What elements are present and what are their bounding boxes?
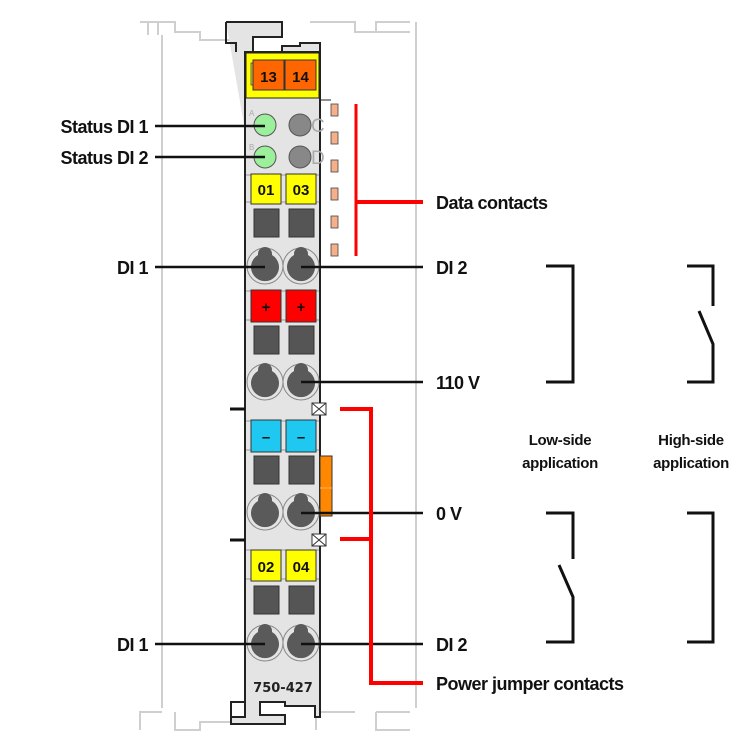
- release-slot: [288, 208, 315, 238]
- label-high-side-2: application: [653, 455, 729, 472]
- label-status-di1: Status DI 1: [60, 117, 148, 137]
- marker-03-label: 03: [293, 182, 310, 199]
- marker-plus-2: [285, 289, 317, 323]
- label-data-contacts: Data contacts: [436, 193, 548, 213]
- model-number: 750-427: [253, 681, 313, 696]
- marker-04-label: 04: [293, 559, 310, 576]
- marker-minus-1-label: –: [262, 429, 270, 446]
- led-d: [288, 145, 312, 169]
- connector-13: [252, 59, 285, 91]
- marker-minus-1: [250, 419, 282, 453]
- marker-minus-2-label: –: [297, 429, 305, 446]
- release-slot: [253, 208, 280, 238]
- label-status-di2: Status DI 2: [60, 148, 148, 168]
- high-side-wire-bottom: [687, 511, 715, 644]
- label-di1-bottom: DI 1: [117, 635, 149, 655]
- marker-01-label: 01: [258, 182, 275, 199]
- led-letter-a: A: [249, 109, 255, 118]
- led-letter-d: D: [311, 148, 325, 169]
- marker-04: [285, 549, 317, 582]
- release-slot: [253, 585, 280, 615]
- led-letter-c: C: [311, 116, 325, 137]
- din-rail: [139, 21, 417, 731]
- marker-plus-1: [250, 289, 282, 323]
- leader-lines: [155, 124, 423, 646]
- bottom-latch: [230, 700, 321, 725]
- connector-13-label: 13: [260, 69, 277, 86]
- connector-14: [284, 59, 317, 91]
- marker-plus-2-label: +: [297, 299, 306, 316]
- label-low-side-1: Low-side: [529, 432, 592, 449]
- marker-plus-1-label: +: [262, 299, 271, 316]
- connector-14-label: 14: [292, 69, 309, 86]
- marker-02: [250, 549, 282, 582]
- release-slot: [253, 455, 280, 485]
- low-side-wire-top: [546, 264, 575, 384]
- label-low-side-2: application: [522, 455, 598, 472]
- label-di2-bottom: DI 2: [436, 635, 468, 655]
- label-110v: 110 V: [436, 373, 480, 393]
- low-side-switch-bottom: [546, 511, 575, 644]
- led-c: [288, 113, 312, 137]
- label-0v: 0 V: [436, 504, 462, 524]
- led-letter-b: B: [249, 143, 254, 152]
- release-slot: [288, 455, 315, 485]
- callout-lines: [340, 104, 423, 685]
- power-jumper-contact: [319, 455, 333, 517]
- label-power-jumper-contacts: Power jumper contacts: [436, 674, 624, 694]
- jumper-window: [311, 402, 327, 547]
- high-side-switch-top: [687, 264, 715, 384]
- release-slot: [288, 585, 315, 615]
- data-contacts: [330, 103, 339, 257]
- release-slot: [288, 325, 315, 355]
- marker-02-label: 02: [258, 559, 275, 576]
- marker-minus-2: [285, 419, 317, 453]
- label-di1-top: DI 1: [117, 258, 149, 278]
- marker-03: [285, 173, 317, 205]
- marker-01: [250, 173, 282, 205]
- module-body: 13 14 A B C D 01 03: [225, 21, 339, 725]
- label-high-side-1: High-side: [658, 432, 724, 449]
- label-di2-top: DI 2: [436, 258, 468, 278]
- release-slot: [253, 325, 280, 355]
